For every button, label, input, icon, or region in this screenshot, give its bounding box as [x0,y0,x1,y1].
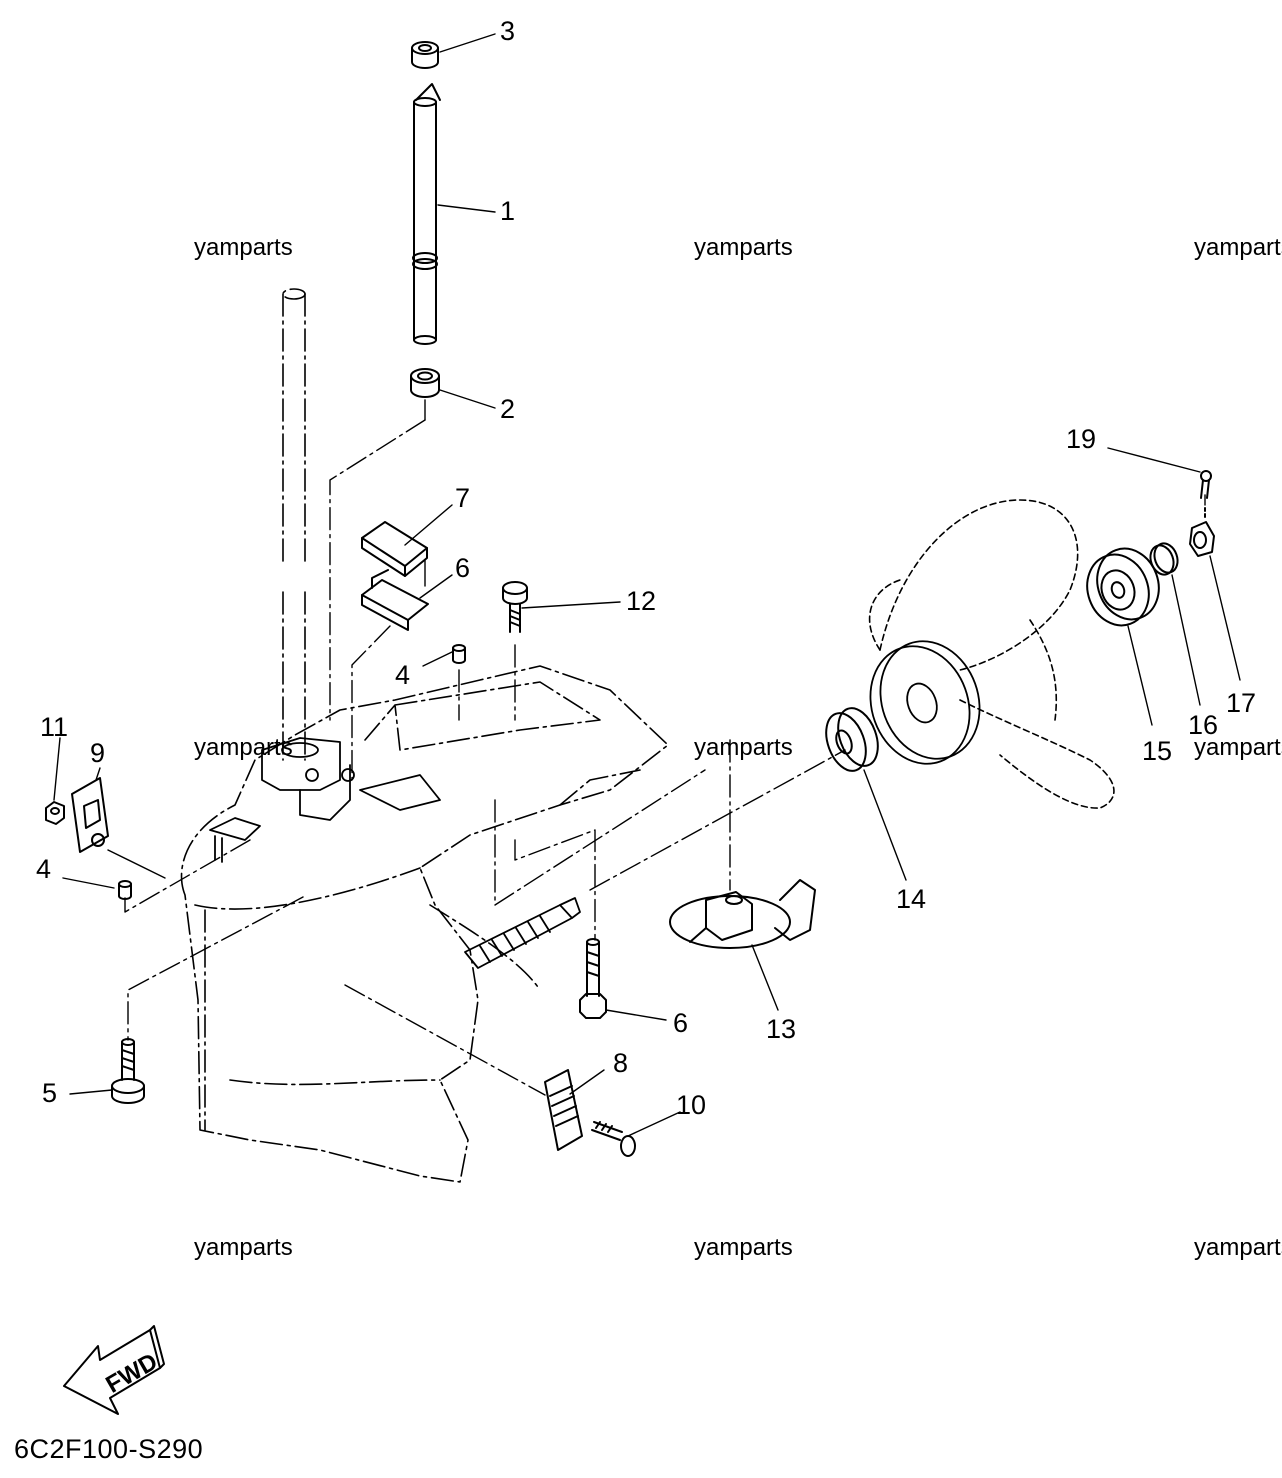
callout-13: 13 [766,1014,797,1044]
gear-case-housing [180,665,669,1183]
part-7-plate [361,569,429,631]
callout-5: 5 [42,1078,58,1108]
part-10-bracket [71,777,109,853]
part-1-drive-shaft [412,83,441,345]
callout-14: 12 [626,586,657,616]
diagram-code: 6C2F100-S290 [14,1434,204,1464]
watermark: yamparts [694,734,793,761]
propeller-hub [869,640,981,765]
part-8-plate [361,521,428,577]
watermark: yamparts [194,734,293,761]
part-6-bolt [579,938,607,1019]
callout-3: 3 [500,16,516,46]
part-19-cotter-pin [1200,470,1212,521]
callout-16: 15 [1142,736,1173,766]
part-5-bolt [111,1038,145,1104]
pump-base-detail [209,737,441,863]
assembly-lines [124,399,846,1096]
watermark: yamparts [694,234,793,261]
watermark: yamparts [694,1234,793,1261]
callout-2: 2 [500,394,516,424]
callout-9: 8 [613,1048,629,1078]
watermark: yamparts [194,234,293,261]
propeller-ghost [868,499,1115,809]
fwd-arrow-icon: FWD [63,1325,165,1415]
watermark: yamparts [194,1234,293,1261]
callout-4-lower: 4 [36,854,52,884]
callout-8: 7 [455,483,471,513]
part-18-nut [1189,521,1215,557]
callout-6: 6 [673,1008,689,1038]
watermark: yamparts [1194,234,1282,261]
callout-4-upper: 4 [395,660,411,690]
driveshaft-tube-ghost [282,288,306,761]
callout-10: 9 [90,738,106,768]
callout-1: 1 [500,196,516,226]
callout-12: 11 [40,712,69,742]
part-17-washer [1149,542,1179,576]
assembly-lines-solid [107,494,1206,879]
propeller-shaft [464,897,581,969]
part-13-trim-tab [669,879,816,949]
part-16-thrust-holder [1086,547,1160,627]
part-11-screw [591,1121,636,1157]
part-14-bolt [502,581,528,633]
part-3-bushing [411,41,439,69]
callout-19: 19 [1066,424,1097,454]
callout-7: 6 [455,553,471,583]
part-2-seal [410,368,440,398]
callout-15: 14 [896,884,927,914]
part-12-nut [45,801,65,825]
part-9-plate [544,1069,583,1151]
callout-11: 10 [676,1090,707,1120]
leader-lines [53,33,1241,1137]
part-15-spacer [825,707,879,772]
callout-18: 17 [1226,688,1257,718]
watermark: yamparts [1194,1234,1282,1261]
callout-17: 16 [1188,710,1219,740]
watermark: yamparts [1194,734,1282,761]
part-4-dowel-lower [118,880,132,900]
part-4-dowel-upper [452,644,466,664]
